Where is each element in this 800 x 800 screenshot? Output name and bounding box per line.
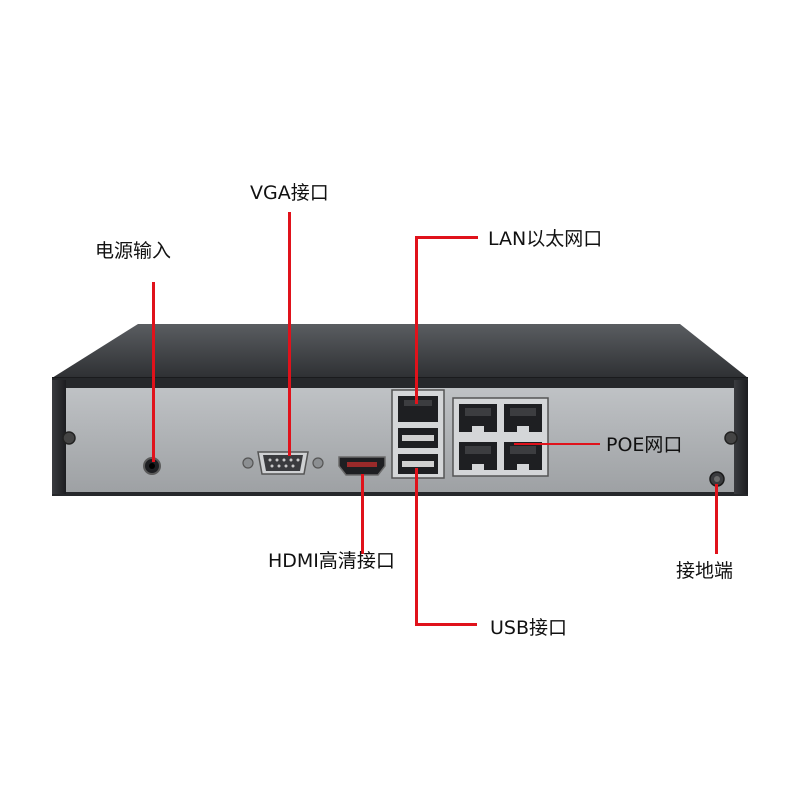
vga-callout-line xyxy=(288,212,291,456)
top-cover xyxy=(52,324,748,378)
hdmi-callout-line xyxy=(361,474,364,554)
power-callout-line xyxy=(152,282,155,462)
usb-label: USB接口 xyxy=(490,617,567,639)
hdmi-label: HDMI高清接口 xyxy=(268,550,395,572)
power-label: 电源输入 xyxy=(95,240,171,262)
ground-label: 接地端 xyxy=(676,560,733,582)
usb-callout-line-h xyxy=(415,623,477,626)
lan-label: LAN以太网口 xyxy=(488,228,602,250)
screw-right xyxy=(725,432,737,444)
usb-callout-line-v xyxy=(415,468,418,625)
vga-label: VGA接口 xyxy=(250,182,329,204)
screw-left xyxy=(63,432,75,444)
ground-callout-line xyxy=(715,484,718,554)
poe-callout-line xyxy=(514,443,600,445)
lan-callout-line-h xyxy=(415,236,478,239)
poe-label: POE网口 xyxy=(606,434,682,456)
lan-callout-line-v xyxy=(415,236,418,404)
